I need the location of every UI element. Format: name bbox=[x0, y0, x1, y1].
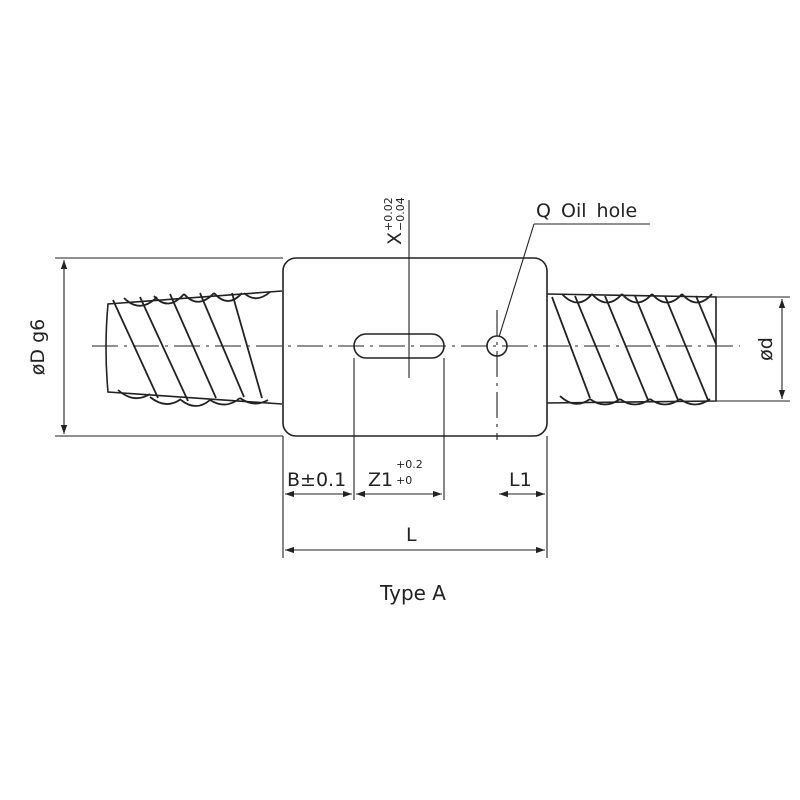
left-screw-shaft bbox=[105, 290, 283, 407]
diagram-caption: Type A bbox=[379, 581, 446, 605]
l-label: L bbox=[406, 524, 417, 546]
diameter-D-dimension: øD g6 bbox=[27, 257, 283, 437]
x-dimension: X +0.02 −0.04 bbox=[382, 197, 407, 245]
diameter-D-label: øD g6 bbox=[27, 319, 49, 375]
z1-upper-tolerance: +0.2 bbox=[396, 458, 423, 471]
nut-body bbox=[282, 257, 548, 437]
right-screw-shaft bbox=[546, 293, 717, 406]
diameter-d-label: ød bbox=[755, 337, 777, 361]
l1-label: L1 bbox=[509, 469, 532, 491]
oil-hole-label: Q Oil hole bbox=[536, 200, 637, 222]
extension-lines bbox=[282, 358, 548, 558]
b-label: B±0.1 bbox=[287, 469, 346, 491]
oil-hole-leader: Q Oil hole bbox=[498, 200, 650, 338]
l-dimension: L bbox=[285, 524, 545, 554]
z1-dimension: Z1 +0.2 +0 bbox=[356, 458, 442, 498]
x-upper-tolerance: +0.02 bbox=[382, 197, 395, 231]
l1-dimension: L1 bbox=[499, 469, 545, 498]
b-dimension: B±0.1 bbox=[285, 469, 352, 498]
diameter-d-dimension: ød bbox=[716, 296, 790, 402]
z1-lower-tolerance: +0 bbox=[396, 474, 412, 487]
z1-label: Z1 bbox=[368, 469, 393, 491]
x-lower-tolerance: −0.04 bbox=[394, 197, 407, 231]
x-label: X bbox=[384, 232, 406, 245]
